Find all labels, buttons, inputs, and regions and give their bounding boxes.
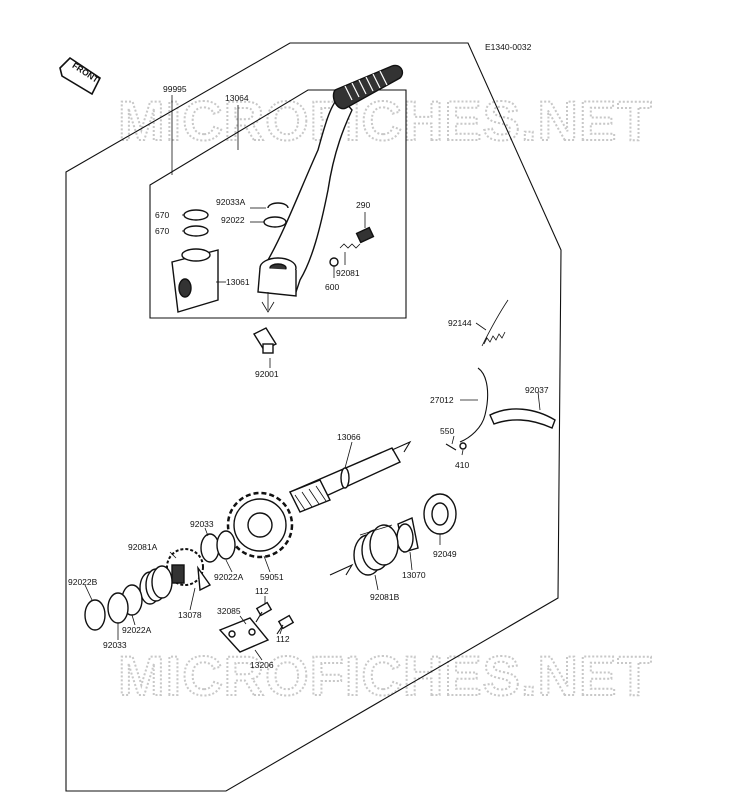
spring-92081-top: [339, 243, 361, 249]
kick-shaft-13066: [288, 440, 412, 513]
assembly-outline: [65, 42, 562, 792]
part-label-670-b: 670: [155, 226, 169, 236]
part-label-92033-low: 92033: [103, 640, 127, 650]
part-label-92081b: 92081B: [370, 592, 400, 602]
part-label-92049: 92049: [433, 549, 457, 559]
part-label-27012: 27012: [430, 395, 454, 405]
part-label-59051: 59051: [260, 572, 284, 582]
front-arrow-icon: FRONT: [59, 56, 101, 96]
ball-600: [329, 257, 339, 267]
washer-92022: [263, 216, 287, 228]
watermark-top: MICROFICHES.NET: [118, 89, 653, 152]
part-label-112-a: 112: [255, 586, 269, 596]
rod-27012: [459, 367, 489, 443]
part-label-92022a-low: 92022A: [122, 625, 152, 635]
part-label-92081a: 92081A: [128, 542, 158, 552]
part-label-32085: 32085: [217, 606, 241, 616]
lever-92037: [489, 408, 556, 429]
plate-hole-b: [248, 628, 256, 636]
part-label-92144: 92144: [448, 318, 472, 328]
part-label-92022b: 92022B: [68, 577, 98, 587]
bearing-92049: [423, 493, 457, 535]
pin-550: [445, 443, 457, 451]
part-label-92081: 92081: [336, 268, 360, 278]
bolt-92001: [252, 327, 278, 354]
part-label-13078: 13078: [178, 610, 202, 620]
bolt-112-b: [276, 614, 295, 635]
part-label-13070: 13070: [402, 570, 426, 580]
plug-290: [355, 226, 375, 244]
pedal-subassembly-box: [149, 89, 407, 319]
collar-13070: [396, 517, 419, 553]
part-label-92022a-mid: 92022A: [214, 572, 244, 582]
part-label-92033a: 92033A: [216, 197, 246, 207]
part-label-13206: 13206: [250, 660, 274, 670]
part-label-92037: 92037: [525, 385, 549, 395]
circlip-92033-low: [107, 592, 129, 624]
assembly-arrow-icon: [329, 563, 354, 576]
oring-670-upper: [183, 209, 209, 221]
pedal-boss-13061: [171, 248, 219, 313]
gear-59051: [226, 491, 294, 559]
kick-pedal-arm: [257, 64, 404, 313]
part-label-13066: 13066: [337, 432, 361, 442]
part-label-670-a: 670: [155, 210, 169, 220]
bolt-112-a: [255, 601, 273, 623]
part-label-600: 600: [325, 282, 339, 292]
part-label-290: 290: [356, 200, 370, 210]
part-label-92033-mid: 92033: [190, 519, 214, 529]
leader-lines: [84, 95, 541, 661]
plate-hole-a: [228, 630, 236, 638]
spring-92144: [481, 299, 509, 347]
washer-92022a-mid: [216, 530, 236, 560]
part-label-99995: 99995: [163, 84, 187, 94]
part-label-13064: 13064: [225, 93, 249, 103]
part-label-13061: 13061: [226, 277, 250, 287]
circlip-92033-mid: [200, 533, 220, 563]
spring-92081b: [353, 524, 399, 576]
washer-92022b: [84, 599, 106, 631]
spring-92081a: [139, 565, 173, 605]
diagram-code: E1340-0032: [485, 42, 532, 52]
watermark-bottom: MICROFICHES.NET: [118, 644, 653, 707]
part-label-550: 550: [440, 426, 454, 436]
part-label-112-b: 112: [276, 634, 290, 644]
part-label-92022: 92022: [221, 215, 245, 225]
part-label-410: 410: [455, 460, 469, 470]
oring-670-lower: [183, 225, 209, 237]
part-label-92001: 92001: [255, 369, 279, 379]
washer-410: [459, 442, 467, 450]
circlip-92033a: [267, 202, 289, 209]
plate-13206: [218, 617, 270, 653]
